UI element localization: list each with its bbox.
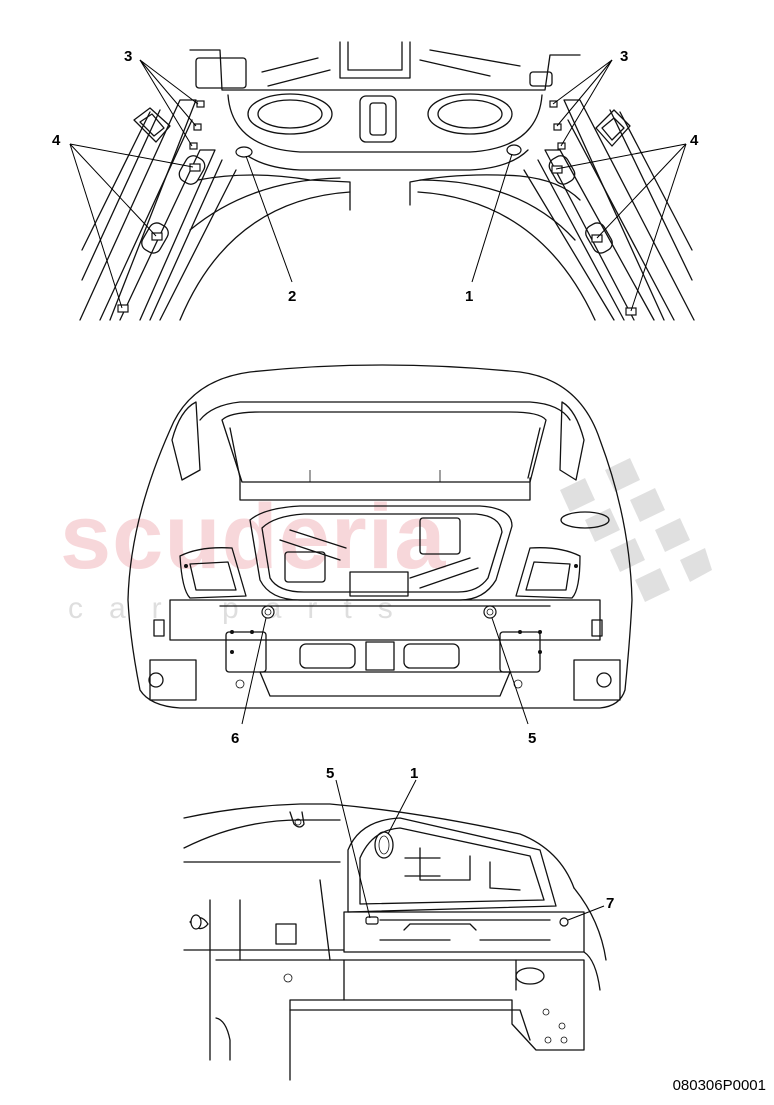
plug-5 [483,605,497,619]
bottom-view-callouts: 5 1 7 [326,765,614,921]
plug-4-left-a [189,163,201,172]
callout-4-left: 4 [52,132,61,149]
callout-7: 7 [606,895,614,912]
plug-3-right-b [553,123,562,131]
plug-4-right-a [551,165,563,174]
top-view-underbody [79,41,695,321]
callout-3-right: 3 [620,48,628,65]
plug-5-detail [365,916,379,925]
top-view-callouts: 3 3 4 4 2 1 [52,48,699,312]
plug-7 [559,917,569,927]
plug-1 [506,144,522,156]
plug-3-left-a [196,100,205,108]
callout-6: 6 [231,730,239,747]
plug-3-left-c [189,142,198,150]
plug-2 [235,146,253,158]
watermark: scuderia car parts [60,458,712,625]
callout-2: 2 [288,288,296,305]
plug-1-detail [374,831,394,859]
callout-4-right: 4 [690,132,699,149]
callout-5-middle: 5 [528,730,536,747]
plug-4-right-c [625,307,637,316]
plug-4-left-b [151,232,163,241]
middle-view-callouts: 6 5 [231,617,536,747]
watermark-sub-text: car parts [68,592,419,625]
callout-1-bottom: 1 [410,765,418,782]
checkered-flag-logo [560,458,712,602]
plug-4-right-b [591,234,603,243]
middle-view-rear-body [127,364,633,709]
plug-4-left-c [117,304,129,313]
callout-1: 1 [465,288,473,305]
plug-3-left-b [193,123,202,131]
callout-5-bottom: 5 [326,765,334,782]
bottom-view-detail [183,803,607,1081]
callout-3-left: 3 [124,48,132,65]
part-number-label: 080306P0001 [672,1077,766,1094]
plug-6 [261,605,275,619]
